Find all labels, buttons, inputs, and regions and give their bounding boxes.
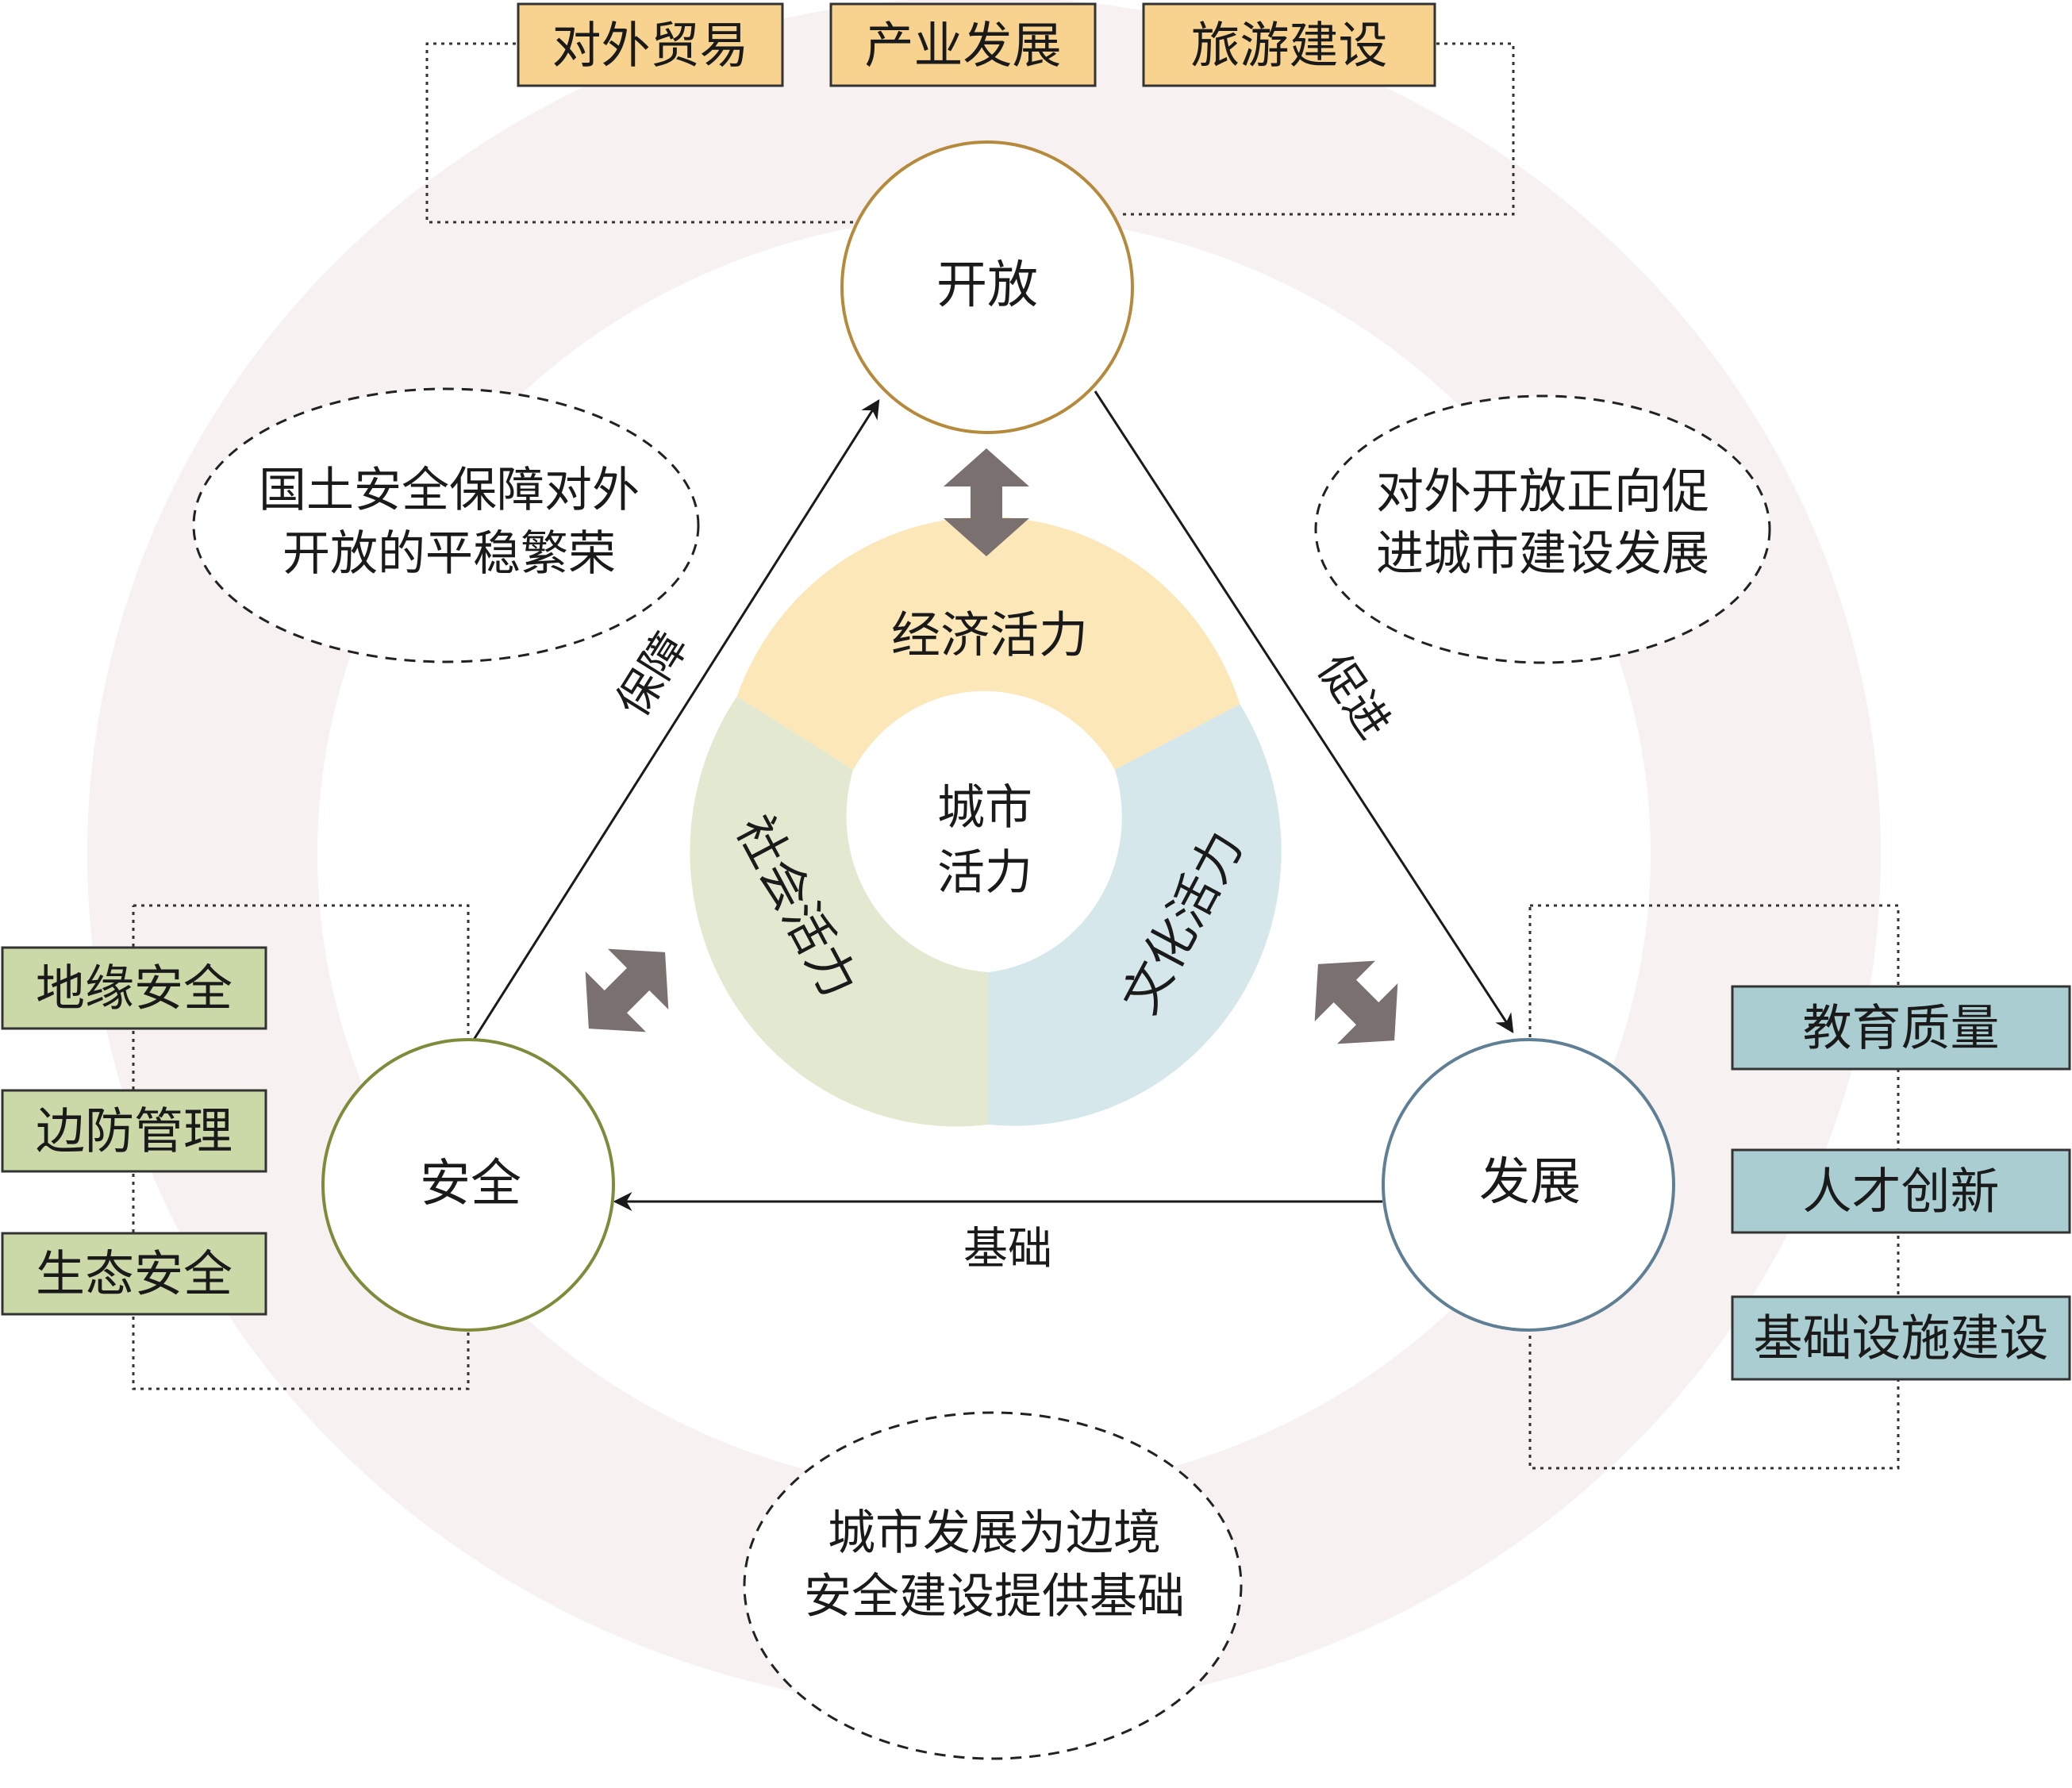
note-line: 对外开放正向促 bbox=[1376, 464, 1709, 520]
social-vitality-segment bbox=[690, 696, 989, 1127]
open-item-tourism: 旅游建设 bbox=[1142, 2, 1436, 87]
security-item-eco: 生态安全 bbox=[1, 1232, 267, 1316]
promote-arrow bbox=[1094, 390, 1514, 1034]
note-line: 国土安全保障对外 bbox=[259, 463, 640, 518]
development-item-talent: 人才创新 bbox=[1731, 1148, 2071, 1234]
node-development: 发展 bbox=[1382, 1038, 1675, 1332]
economic-vitality-segment bbox=[736, 517, 1240, 770]
development-item-infrastructure: 基础设施建设 bbox=[1731, 1295, 2071, 1381]
open-circle bbox=[840, 140, 1134, 434]
development-item-box bbox=[1731, 1148, 2071, 1234]
development-item-box bbox=[1731, 985, 2071, 1071]
guarantee-label: 保障 bbox=[607, 623, 698, 725]
development-circle bbox=[1382, 1038, 1675, 1332]
security-item-label: 生态安全 bbox=[36, 1245, 233, 1303]
promote-label: 促进 bbox=[1308, 645, 1401, 748]
center-label-line2: 活力 bbox=[937, 845, 1032, 901]
security-item-label: 地缘安全 bbox=[36, 959, 233, 1017]
development-item-label: 人才创新 bbox=[1802, 1163, 1999, 1221]
node-security: 安全 bbox=[321, 1038, 615, 1332]
note-line: 开放的平稳繁荣 bbox=[283, 526, 616, 582]
open-item-industry: 产业发展 bbox=[829, 2, 1097, 87]
development-item-education: 教育质量 bbox=[1731, 985, 2071, 1071]
economic-vitality-label: 经济活力 bbox=[891, 606, 1088, 664]
security-circle bbox=[321, 1038, 615, 1332]
open-item-box bbox=[517, 2, 784, 87]
security-item-label: 边防管理 bbox=[36, 1102, 233, 1160]
guarantee-arrow bbox=[472, 398, 880, 1040]
development-items: 教育质量 人才创新 基础设施建设 bbox=[1731, 985, 2071, 1381]
center-label-line1: 城市 bbox=[937, 780, 1032, 836]
note-development-to-security: 城市发展为边境 安全建设提供基础 bbox=[743, 1411, 1243, 1760]
security-item-box bbox=[1, 946, 267, 1030]
open-item-box bbox=[1142, 2, 1436, 87]
open-item-box bbox=[829, 2, 1097, 87]
node-open: 开放 bbox=[840, 140, 1134, 434]
development-item-label: 教育质量 bbox=[1802, 999, 1999, 1057]
development-label: 发展 bbox=[1479, 1153, 1581, 1212]
double-arrows bbox=[585, 448, 1398, 1044]
open-item-label: 对外贸易 bbox=[552, 17, 748, 75]
security-label: 安全 bbox=[420, 1155, 521, 1213]
open-items-frame bbox=[425, 42, 1515, 224]
double-arrow-icon bbox=[944, 448, 1029, 556]
note-line: 安全建设提供基础 bbox=[804, 1569, 1185, 1625]
security-item-box bbox=[1, 1089, 267, 1173]
foundation-label: 基础 bbox=[963, 1224, 1052, 1275]
urban-vitality-ring: 经济活力 社会活力 文化活力 城市 活力 bbox=[690, 517, 1282, 1127]
relation-arrows bbox=[472, 390, 1514, 1211]
open-frame-left bbox=[425, 42, 865, 224]
development-item-label: 基础设施建设 bbox=[1753, 1309, 2048, 1367]
note-ellipse bbox=[192, 387, 700, 663]
double-arrow-icon bbox=[585, 948, 669, 1032]
note-line: 进城市建设发展 bbox=[1376, 526, 1709, 582]
note-ellipse bbox=[1314, 394, 1771, 664]
security-items: 地缘安全 边防管理 生态安全 bbox=[1, 946, 267, 1316]
double-arrow-icon bbox=[1314, 960, 1398, 1044]
open-item-label: 产业发展 bbox=[864, 17, 1061, 75]
open-label: 开放 bbox=[936, 256, 1038, 315]
security-item-geo: 地缘安全 bbox=[1, 946, 267, 1030]
note-open-to-development: 对外开放正向促 进城市建设发展 bbox=[1314, 394, 1771, 664]
open-item-label: 旅游建设 bbox=[1190, 17, 1387, 75]
note-line: 城市发展为边境 bbox=[828, 1505, 1161, 1561]
security-item-box bbox=[1, 1232, 267, 1316]
cultural-vitality-segment bbox=[989, 704, 1282, 1126]
open-frame-right bbox=[1119, 42, 1515, 216]
open-items: 对外贸易 产业发展 旅游建设 bbox=[517, 2, 1436, 87]
security-items-frame bbox=[132, 904, 470, 1390]
security-item-border: 边防管理 bbox=[1, 1089, 267, 1173]
security-frame bbox=[132, 904, 470, 1390]
development-item-box bbox=[1731, 1295, 2071, 1381]
note-security-to-open: 国土安全保障对外 开放的平稳繁荣 bbox=[192, 387, 700, 663]
open-item-trade: 对外贸易 bbox=[517, 2, 784, 87]
note-ellipse bbox=[743, 1411, 1243, 1760]
